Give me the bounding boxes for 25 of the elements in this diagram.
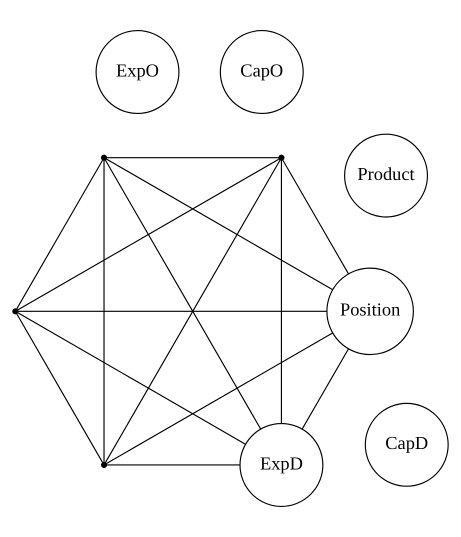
connector: [17, 312, 246, 445]
connector: [106, 157, 279, 158]
connector: [18, 310, 327, 312]
node-circle: ExpD: [239, 422, 324, 507]
connector: [302, 348, 350, 430]
connector: [16, 160, 104, 310]
node-circle: ExpO: [96, 30, 180, 114]
node-circle: CapD: [364, 402, 449, 487]
connector: [106, 332, 333, 464]
connector: [16, 313, 104, 463]
connector: [104, 160, 281, 463]
connector: [282, 160, 350, 274]
node-point: [100, 462, 108, 468]
connector: [106, 464, 240, 466]
node-point: [278, 154, 284, 161]
node-point: [100, 154, 108, 161]
connector: [106, 158, 333, 290]
connector: [103, 160, 105, 462]
node-circle: Product: [344, 134, 428, 218]
node-circle: Position: [326, 268, 414, 356]
connector: [17, 158, 280, 310]
connector: [280, 160, 282, 424]
connector: [104, 160, 262, 430]
node-point: [12, 308, 18, 314]
node-circle: CapO: [220, 30, 304, 114]
